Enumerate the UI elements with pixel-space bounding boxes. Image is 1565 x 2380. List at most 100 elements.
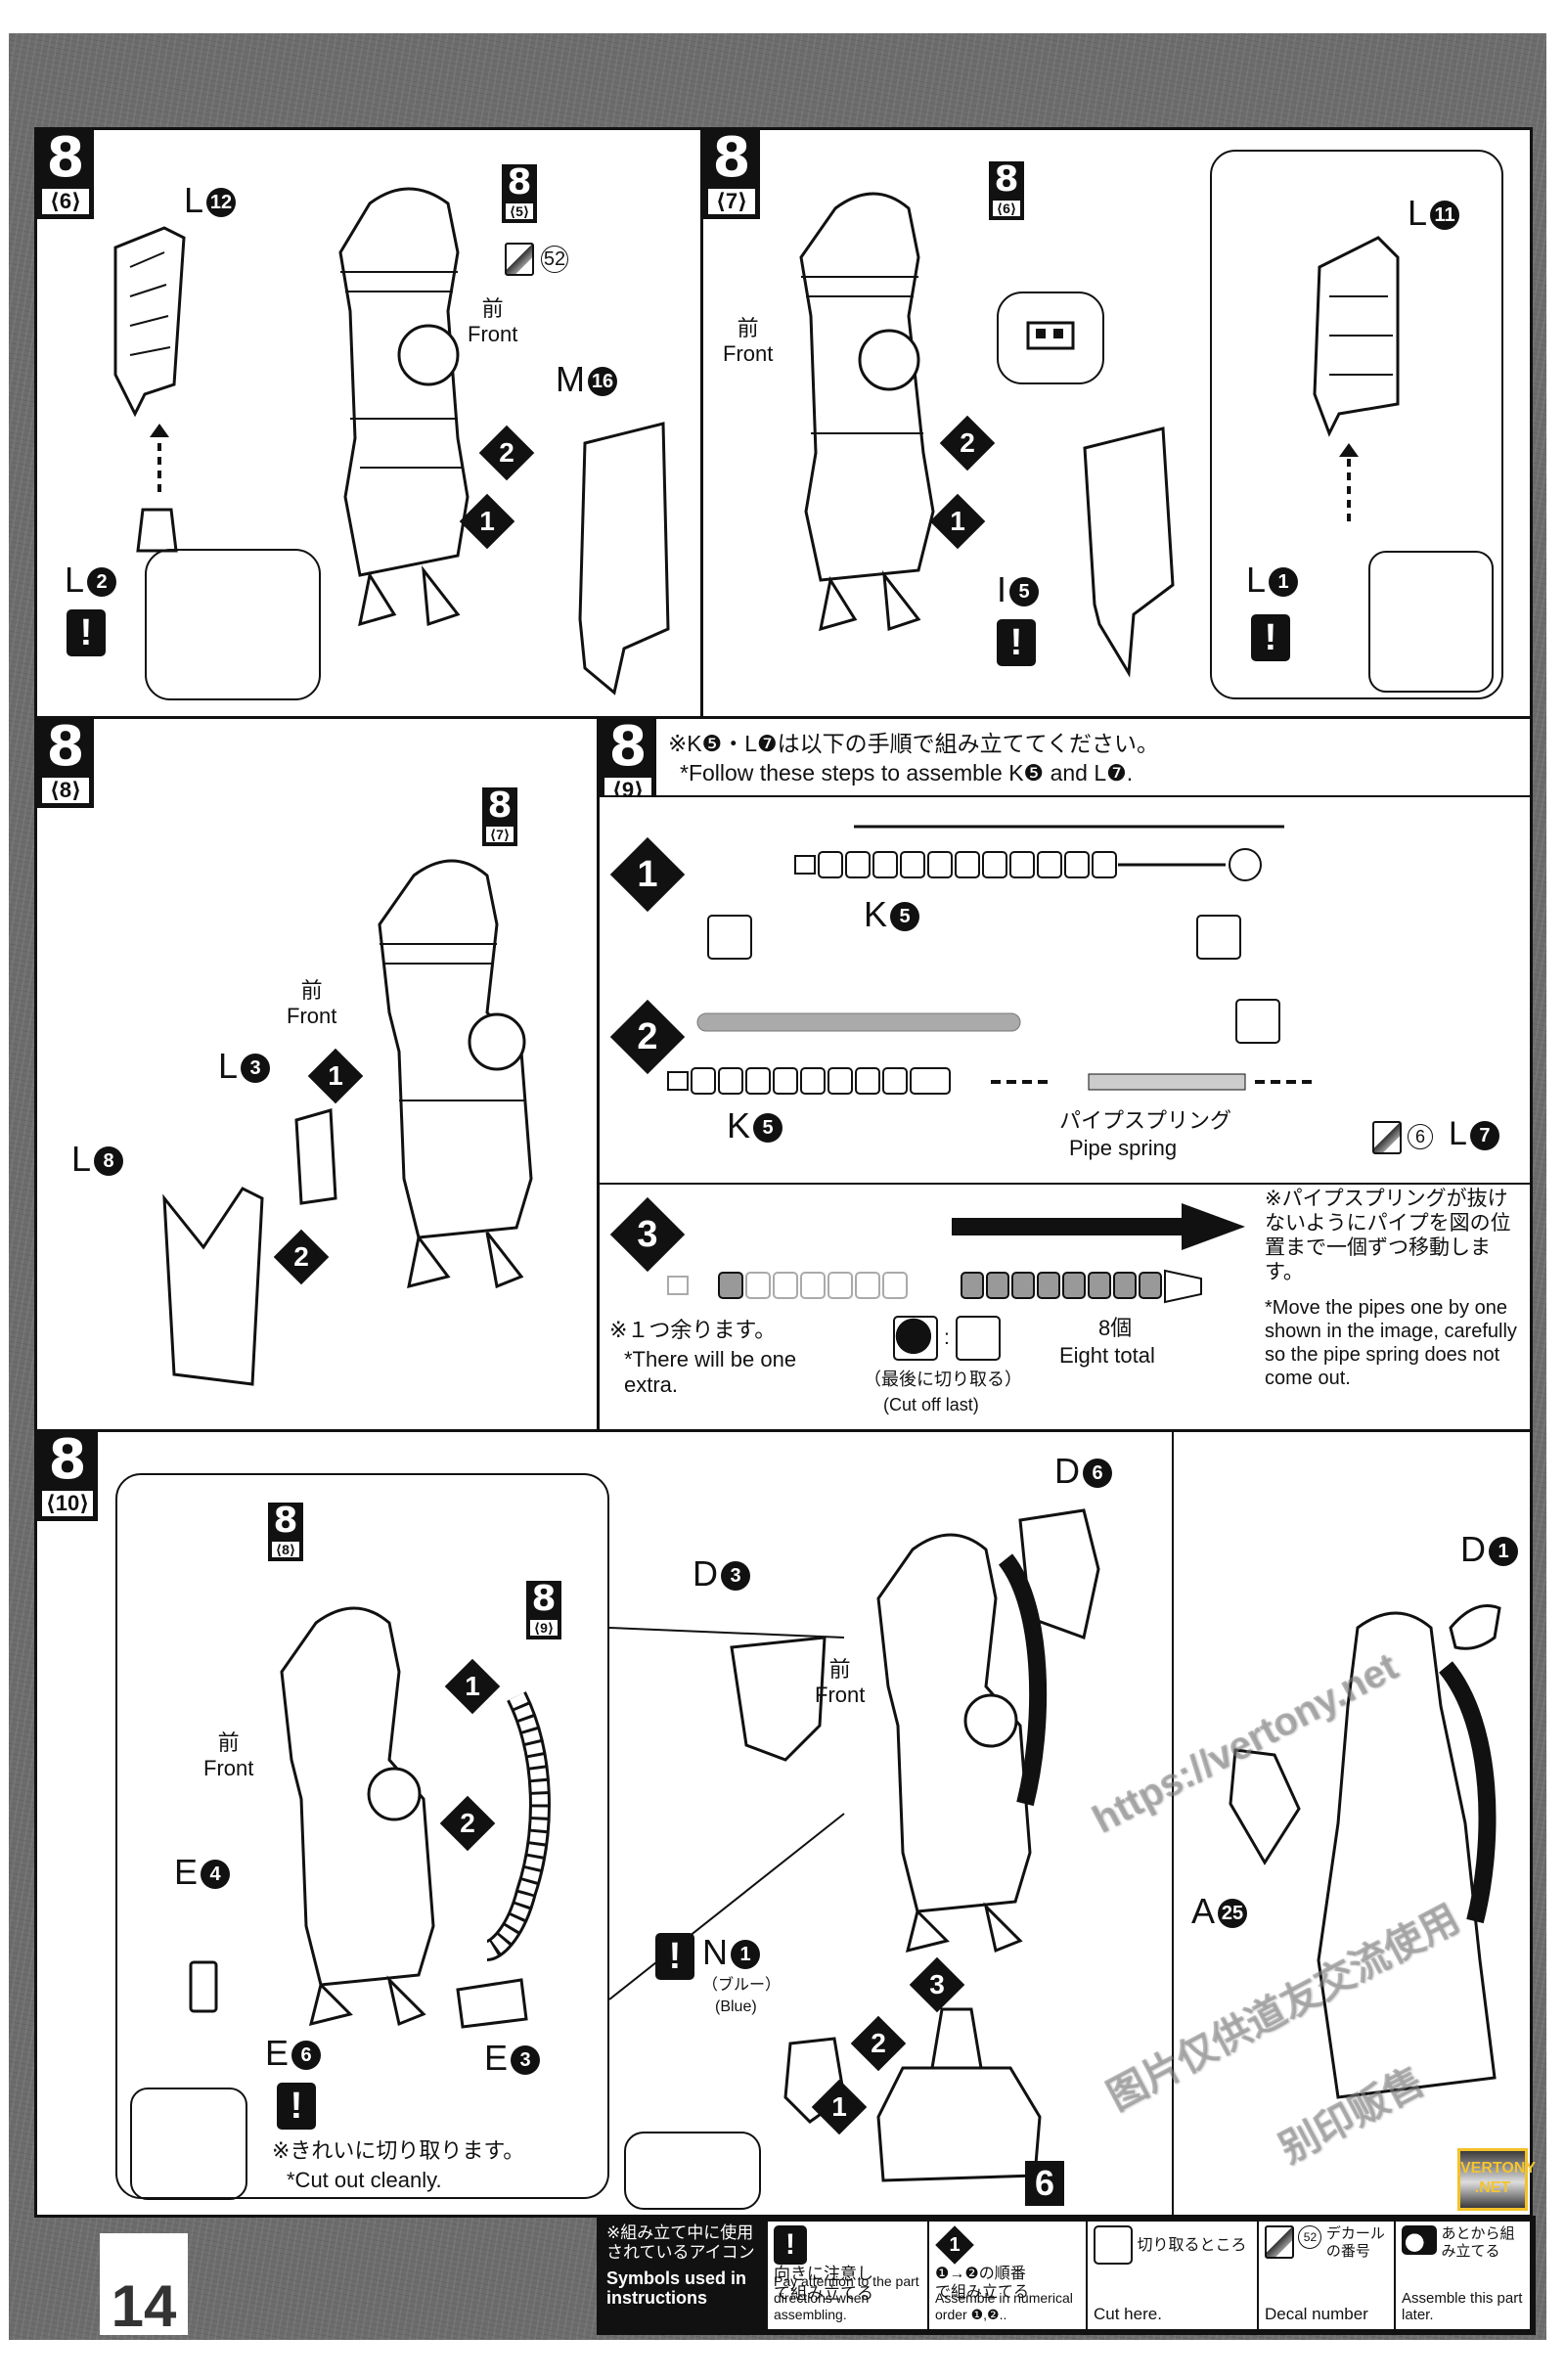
sequence-number: 2 [871, 2028, 886, 2058]
k5-runner-drawing [794, 825, 1284, 881]
step-badge: 8⟨6⟩ [37, 130, 94, 219]
part-e6-drawing [189, 1960, 218, 2013]
sequence-number: 3 [637, 1214, 658, 1255]
exclamation-icon: ! [67, 609, 106, 656]
k5-runner-drawing [667, 1012, 1021, 1095]
part-letter: K [727, 1105, 751, 1145]
cut-last-jp: （最後に切り取る） [864, 1370, 1022, 1389]
step-2-marker: 2 [273, 1229, 330, 1285]
legend-title: ※組み立て中に使用されているアイコン Symbols used in instr… [606, 2223, 763, 2308]
sub-assembly-callout [115, 1473, 609, 2199]
part-l8-drawing [162, 1187, 264, 1386]
legend-item-order: 1 ❶→❷の順番で組み立てる Assemble in numerical ord… [929, 2222, 1088, 2329]
part-letter: D [693, 1553, 718, 1594]
part-number: 25 [1218, 1899, 1248, 1929]
front-en: Front [287, 1004, 337, 1028]
later-icon [1402, 2225, 1437, 2255]
nipper-icon [1196, 915, 1241, 960]
part-number: 6 [1083, 1459, 1112, 1489]
part-letter: E [484, 2038, 509, 2078]
detail-callout [1368, 551, 1494, 693]
detail-callout [997, 292, 1104, 384]
step-substep: ⟨8⟩ [40, 776, 91, 805]
legend-item-direction: ! 向きに注意して組み立てる Pay attention to the part… [768, 2222, 929, 2329]
assemble-later-icon [893, 1316, 938, 1361]
part-m16-drawing [578, 422, 670, 696]
pipe-move-arrow [952, 1203, 1245, 1250]
part-letter: L [218, 1046, 239, 1086]
substep-1-marker: 1 [609, 836, 686, 913]
step-number: 8 [48, 1428, 87, 1492]
sequence-number: 1 [950, 506, 965, 536]
step-1-marker: 1 [929, 493, 986, 550]
decal-number: 6 [1408, 1124, 1433, 1149]
step-badge: 8⟨8⟩ [37, 719, 94, 808]
part-number: 1 [731, 1940, 760, 1970]
callout-pointer [608, 1627, 845, 2000]
cut-cleanly-en: *Cut out cleanly. [287, 2168, 442, 2192]
sequence-number: 1 [479, 506, 495, 536]
detail-callout [145, 549, 321, 700]
part-l12-drawing [113, 226, 186, 418]
nipper-icon [1235, 999, 1280, 1044]
sequence-number: 2 [960, 427, 975, 458]
part-l11-drawing [1313, 236, 1400, 437]
divider-line [1172, 1432, 1174, 2215]
legend-jp: あとから組み立てる [1441, 2225, 1515, 2260]
part-letter: L [1246, 560, 1267, 600]
detail-callout [624, 2132, 761, 2210]
step-number: 8 [46, 715, 85, 779]
substep-3-marker: 3 [609, 1196, 686, 1273]
part-number: 3 [721, 1561, 750, 1592]
part-number: 11 [1430, 201, 1460, 231]
substep-2-marker: 2 [609, 999, 686, 1075]
part-letter: L [1408, 193, 1428, 233]
front-jp: 前 [737, 316, 759, 340]
front-en: Front [815, 1683, 866, 1707]
blue-en: (Blue) [715, 1998, 757, 2015]
ref-number: 8 [273, 1501, 298, 1541]
part-letter: I [997, 569, 1007, 609]
legend-title-en: Symbols used in instructions [606, 2268, 747, 2308]
step-number: 8 [46, 126, 85, 190]
extra-note-en: *There will be one extra. [624, 1347, 797, 1397]
step-1-marker: 1 [307, 1048, 364, 1104]
part-number: 5 [753, 1113, 783, 1144]
legend-jp: ❶→❷の順番で組み立てる [935, 2266, 1030, 2301]
sequence-number: 1 [328, 1060, 343, 1091]
pipe-k5-drawing [484, 1691, 551, 1961]
decal-icon [1372, 1121, 1402, 1154]
legend-item-later: あとから組み立てる Assemble this part later. [1396, 2222, 1530, 2329]
nipper-icon [1094, 2225, 1133, 2265]
sequence-number: 1 [831, 2091, 847, 2122]
legend-en: Assemble this part later. [1402, 2290, 1523, 2323]
legend-decal-number: 52 [1298, 2225, 1322, 2249]
step-1-marker: 1 [459, 493, 515, 550]
mech-body-drawing [338, 187, 470, 627]
part-l2-drawing [136, 508, 178, 553]
part-letter: E [265, 2033, 290, 2073]
ref-substep: ⟨7⟩ [484, 825, 515, 844]
step-number: 8 [608, 715, 648, 779]
legend-en: Pay attention to the part directions whe… [774, 2273, 919, 2322]
detail-callout [130, 2088, 247, 2200]
shield-part-drawing [1083, 427, 1175, 678]
exclamation-icon: ! [1251, 614, 1290, 661]
mech-completed-drawing [1317, 1611, 1497, 2099]
ref-step-8-5: 8⟨5⟩ [502, 164, 537, 223]
front-jp: 前 [217, 1730, 240, 1755]
